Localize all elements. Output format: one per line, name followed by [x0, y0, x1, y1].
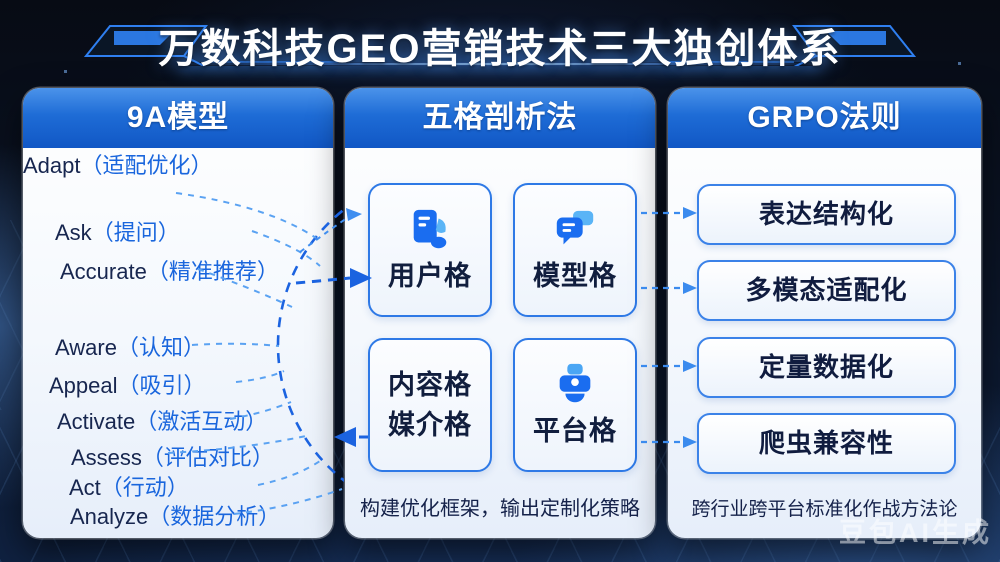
background-dot — [64, 70, 67, 73]
pill-structured-expression: 表达结构化 — [697, 184, 956, 245]
ai-generated-watermark: 豆包AI生成 — [839, 518, 992, 548]
card-five-grid-title: 五格剖析法 — [345, 88, 655, 148]
card-five-grid: 五格剖析法 用户格 模型格 内容格 媒介格 — [345, 88, 655, 538]
list-item-aware: Aware（认知） — [55, 335, 205, 360]
pill-multimodal-adaptation: 多模态适配化 — [697, 260, 956, 321]
box-platform-grid: 平台格 — [513, 338, 637, 472]
list-item-accurate: Accurate（精准推荐） — [60, 259, 279, 284]
box-user-grid: 用户格 — [368, 183, 492, 317]
card-grpo: GRPO法则 表达结构化 多模态适配化 定量数据化 爬虫兼容性 跨行业跨平台标准… — [668, 88, 981, 538]
chat-bubbles-icon — [556, 210, 594, 245]
five-grid-caption: 构建优化框架，输出定制化策略 — [360, 498, 640, 520]
box-label: 平台格 — [533, 416, 617, 446]
pill-crawler-compatibility: 爬虫兼容性 — [697, 413, 956, 474]
grpo-caption: 跨行业跨平台标准化作战方法论 — [691, 499, 958, 520]
list-item-activate: Activate（激活互动） — [57, 409, 268, 434]
box-model-grid: 模型格 — [513, 183, 637, 317]
card-grpo-title: GRPO法则 — [668, 88, 981, 148]
pill-quantitative-data: 定量数据化 — [697, 337, 956, 398]
list-item-analyze: Analyze（数据分析） — [70, 504, 281, 529]
list-item-ask: Ask（提问） — [55, 220, 180, 245]
platform-badge-icon — [559, 363, 591, 403]
box-label: 用户格 — [388, 261, 472, 291]
background-dot — [958, 62, 961, 65]
card-9a-title: 9A模型 — [23, 88, 333, 148]
document-user-icon — [413, 209, 447, 249]
page-title: 万数科技GEO营销技术三大独创体系 — [158, 27, 842, 71]
list-item-adapt: Adapt（适配优化） — [23, 153, 213, 178]
tech-bracket-right-icon — [662, 25, 917, 66]
list-item-act: Act（行动） — [69, 475, 189, 500]
list-item-appeal: Appeal（吸引） — [49, 373, 206, 398]
title-glow-line — [180, 62, 820, 66]
box-label: 内容格 — [388, 370, 472, 400]
tech-bracket-left-icon — [83, 25, 338, 66]
list-item-assess: Assess（评估对比） — [71, 445, 274, 470]
box-label: 模型格 — [533, 261, 617, 291]
card-9a-model: 9A模型 Ask（提问） Accurate（精准推荐） Aware（认知） Ap… — [23, 88, 333, 538]
box-label: 媒介格 — [388, 410, 472, 440]
box-content-media-grid: 内容格 媒介格 — [368, 338, 492, 472]
